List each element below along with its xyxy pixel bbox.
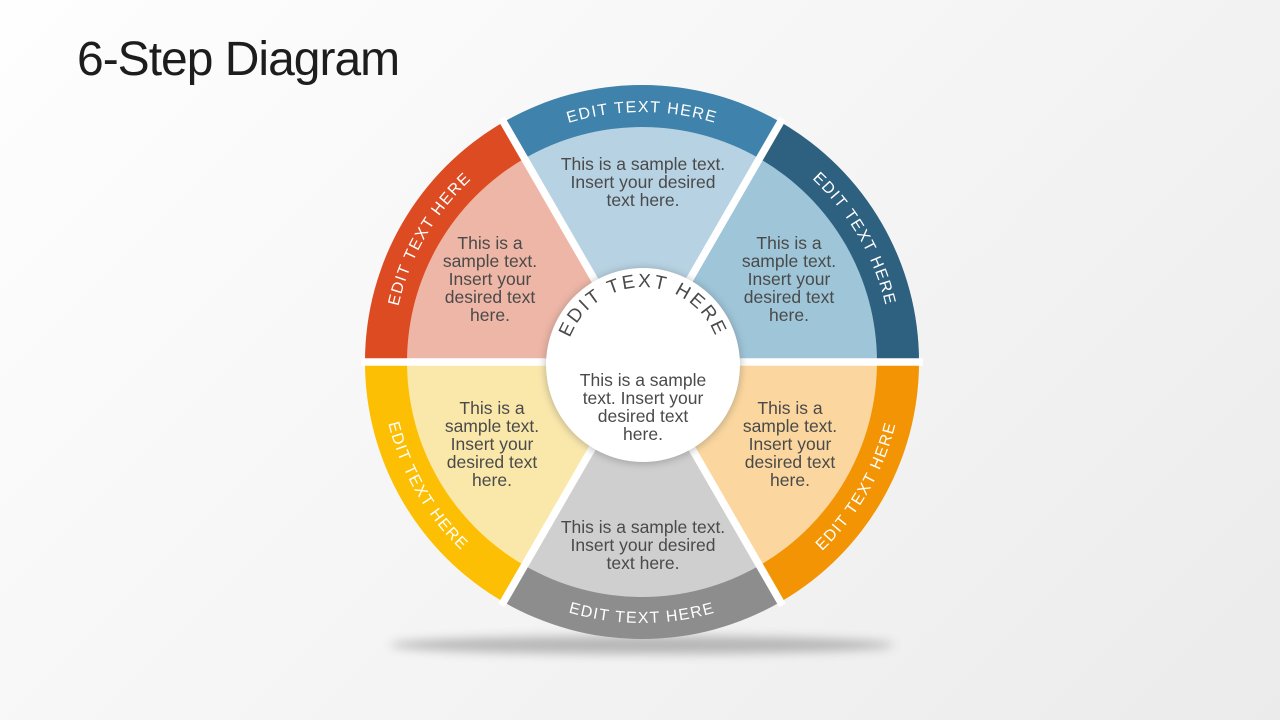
svg-text:This is a[interactable]: This is a	[756, 233, 821, 253]
svg-text:Insert your desired[interactable]: Insert your desired	[571, 172, 716, 192]
svg-text:This is a[interactable]: This is a	[457, 233, 522, 253]
segment-top-body[interactable]: This is a sample text. Insert your desir…	[561, 154, 725, 210]
segment-top-ring[interactable]	[503, 84, 781, 159]
center-body[interactable]: This is a sample text. Insert your desir…	[580, 370, 706, 444]
segment-bottom-ring[interactable]	[503, 565, 781, 640]
svg-text:Insert your[interactable]: Insert your	[449, 269, 532, 289]
svg-text:desired text[interactable]: desired text	[445, 287, 536, 307]
segment-bottom: EDIT TEXT HERE This is a sample text. In…	[503, 362, 781, 640]
svg-text:here.[interactable]: here.	[470, 305, 510, 325]
svg-text:This is a[interactable]: This is a	[459, 398, 524, 418]
svg-text:This is a sample text.[interactable]: This is a sample text.	[561, 154, 725, 174]
svg-text:Insert your[interactable]: Insert your	[748, 269, 831, 289]
segment-top-right-body[interactable]: This is a sample text. Insert your desir…	[742, 233, 836, 325]
segment-top-wedge[interactable]	[503, 84, 781, 363]
svg-text:here.[interactable]: here.	[769, 305, 809, 325]
segment-bottom-right-body[interactable]: This is a sample text. Insert your desir…	[743, 398, 837, 490]
svg-text:desired text[interactable]: desired text	[744, 287, 835, 307]
wheel-shadow	[390, 636, 894, 654]
svg-text:here.[interactable]: here.	[472, 470, 512, 490]
svg-text:desired text[interactable]: desired text	[598, 406, 689, 426]
segment-bottom-left-body[interactable]: This is a sample text. Insert your desir…	[445, 398, 539, 490]
segment-bottom-left-ring[interactable]	[365, 362, 525, 602]
svg-text:This is a[interactable]: This is a	[757, 398, 822, 418]
svg-text:sample text.[interactable]: sample text.	[443, 251, 537, 271]
svg-text:sample text.[interactable]: sample text.	[445, 416, 539, 436]
svg-text:This is a sample[interactable]: This is a sample	[580, 370, 706, 390]
svg-text:Insert your[interactable]: Insert your	[451, 434, 534, 454]
segment-top: EDIT TEXT HERE This is a sample text. In…	[503, 84, 781, 363]
svg-text:text. Insert your[interactable]: text. Insert your	[583, 388, 704, 408]
svg-text:sample text.[interactable]: sample text.	[743, 416, 837, 436]
center-circle[interactable]	[546, 268, 740, 462]
svg-text:here.[interactable]: here.	[623, 424, 663, 444]
slide-title: 6-Step Diagram	[77, 33, 400, 86]
svg-text:Insert your[interactable]: Insert your	[749, 434, 832, 454]
segment-bottom-right-ring[interactable]	[759, 362, 920, 602]
svg-text:desired text[interactable]: desired text	[447, 452, 538, 472]
svg-text:Insert your desired[interactable]: Insert your desired	[571, 535, 716, 555]
segment-top-right-ring[interactable]	[759, 122, 920, 362]
svg-text:sample text.[interactable]: sample text.	[742, 251, 836, 271]
segment-bottom-body[interactable]: This is a sample text. Insert your desir…	[561, 517, 725, 573]
segment-top-left-body[interactable]: This is a sample text. Insert your desir…	[443, 233, 537, 325]
svg-text:text here.[interactable]: text here.	[607, 553, 680, 573]
svg-text:here.[interactable]: here.	[770, 470, 810, 490]
svg-text:desired text[interactable]: desired text	[745, 452, 836, 472]
segment-top-left-ring[interactable]	[365, 122, 525, 362]
svg-text:This is a sample text.[interactable]: This is a sample text.	[561, 517, 725, 537]
svg-text:text here.[interactable]: text here.	[607, 190, 680, 210]
segment-bottom-wedge[interactable]	[503, 362, 781, 640]
